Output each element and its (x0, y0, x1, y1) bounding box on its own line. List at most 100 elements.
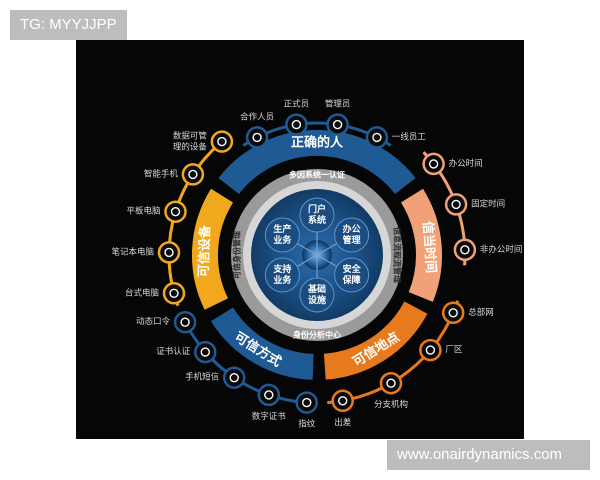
outer-label-loc_3: 分支机构 (374, 399, 408, 410)
watermark-top-left: TG: MYYJJPP (10, 10, 127, 40)
envelope-icon-glyph (229, 373, 239, 383)
shield-icon-glyph (264, 390, 274, 400)
person-id-icon (326, 113, 349, 136)
desktop-icon-glyph (169, 288, 179, 299)
person-icon (365, 126, 389, 149)
tablet-icon-glyph (170, 206, 181, 217)
hub-node-support (264, 257, 300, 293)
token-icon (173, 310, 197, 334)
band-trusted-time (400, 188, 442, 302)
house-icon (331, 389, 354, 413)
hub-label-security: 保障 (342, 274, 361, 286)
band-trusted-device (191, 188, 234, 310)
clock-icon (422, 152, 445, 176)
hub-node-production (264, 217, 300, 253)
outer-label-method_1: 动态口令 (136, 316, 171, 327)
hub-label-office: 管理 (343, 234, 361, 246)
hub-label-office: 办公 (343, 223, 361, 235)
person-icon-glyph (291, 119, 302, 130)
outer-label-right_2: 固定时间 (471, 198, 505, 209)
outer-label-method_3: 手机短信 (185, 372, 220, 383)
outer-label-left_4: 笔记本电脑 (111, 246, 154, 257)
smartphone-icon-glyph (188, 169, 198, 180)
outer-label-top_1: 合作人员 (240, 111, 274, 122)
outer-label-loc_1: 总部网 (468, 307, 494, 318)
laptop-icon (157, 241, 181, 264)
hub-node-office (334, 217, 370, 253)
device-grid-icon-glyph (217, 136, 227, 147)
person-icon (285, 113, 308, 136)
outer-label-right_3: 非办公时间 (480, 244, 523, 255)
outer-label-left_5: 台式电脑 (125, 287, 160, 298)
alarm-icon-glyph (451, 199, 461, 210)
clock-icon-glyph (428, 159, 439, 169)
band-right-people (218, 129, 416, 195)
band-trusted-time-label: 信当时间 (419, 221, 439, 274)
hub-label-production: 生产 (273, 223, 291, 235)
zero-trust-diagram: 正确的人信当时间可信地点可信方式可信设备 多因系统一认证可信身份管理信息流程流管… (111, 99, 522, 430)
house-icon-glyph (338, 396, 348, 406)
ring-left-label: 可信身份管理 (232, 231, 242, 279)
outer-label-top_4: 一线员工 (392, 131, 427, 142)
outer-label-top_3: 管理员 (325, 99, 351, 110)
hub-label-support: 支持 (272, 263, 291, 275)
outer-label-left_2: 智能手机 (144, 168, 179, 179)
outer-label-left_1: 理的设备 (173, 142, 208, 153)
band-right-people-label: 正确的人 (291, 135, 344, 151)
outer-label-loc_2: 厂区 (445, 345, 463, 355)
ring-bottom-label: 身份分析中心 (293, 330, 341, 340)
hub-label-production: 业务 (273, 234, 292, 246)
envelope-icon (222, 366, 246, 389)
alarm-icon (444, 193, 468, 216)
hub-label-portal: 系统 (308, 214, 326, 226)
hub-label-infra: 基础 (307, 283, 326, 295)
ring-top-label: 多因系统一认证 (289, 170, 345, 180)
desktop-icon (162, 282, 186, 305)
band-trusted-method (210, 307, 314, 380)
watermark-bottom-right: www.onairdynamics.com (387, 440, 590, 470)
certificate-icon-glyph (200, 347, 211, 357)
fingerprint-icon-glyph (301, 397, 312, 408)
band-trusted-device-label: 可信设备 (196, 224, 214, 278)
smartphone-icon (181, 163, 205, 186)
hub-node-portal (299, 197, 335, 233)
person-icon (245, 126, 269, 149)
outer-label-top_2: 正式员 (284, 99, 310, 110)
hub-node-security (334, 257, 370, 293)
outer-label-loc_4: 出差 (334, 417, 351, 428)
person-icon-glyph (372, 132, 382, 143)
laptop-icon-glyph (164, 247, 174, 258)
branch-icon-glyph (386, 378, 396, 388)
band-trusted-location (323, 301, 428, 380)
hub-label-infra: 设施 (308, 294, 326, 306)
hub-label-portal: 门户 (308, 203, 326, 215)
certificate-icon (194, 340, 217, 364)
hub-label-support: 业务 (273, 274, 292, 286)
outer-label-left_3: 平板电脑 (126, 206, 161, 217)
hub-node-infra (299, 277, 335, 313)
person-icon-glyph (252, 132, 262, 143)
tablet-icon (164, 200, 187, 223)
factory-icon (419, 338, 442, 362)
timer-icon-glyph (460, 245, 470, 255)
ring-right-label: 信息流程流管理 (393, 227, 403, 283)
building-icon (441, 301, 465, 325)
timer-icon (453, 238, 477, 262)
device-grid-icon (210, 130, 234, 153)
outer-label-method_5: 指纹 (298, 419, 316, 430)
building-icon-glyph (448, 308, 458, 318)
outer-label-left_1: 数据可管 (173, 131, 207, 142)
outer-label-method_4: 数字证书 (252, 411, 287, 422)
factory-icon-glyph (425, 345, 436, 355)
diagram-panel: 正确的人信当时间可信地点可信方式可信设备 多因系统一认证可信身份管理信息流程流管… (76, 40, 524, 439)
token-icon-glyph (180, 317, 190, 327)
person-id-icon-glyph (332, 119, 343, 130)
outer-label-right_1: 办公时间 (449, 158, 483, 169)
outer-label-method_2: 证书认证 (156, 346, 191, 357)
fingerprint-icon (295, 391, 318, 414)
shield-icon (257, 383, 281, 407)
hub-label-security: 安全 (343, 263, 362, 275)
branch-icon (379, 371, 403, 395)
